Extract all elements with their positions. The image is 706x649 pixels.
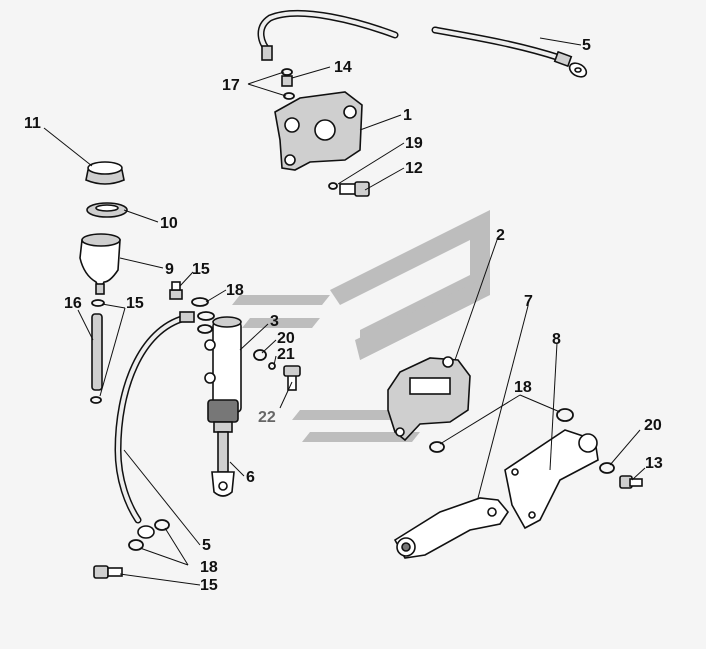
callout-labels: 5 14 17 1 19 12 11 10 9 15 18 16 15 3 20… [24, 37, 663, 594]
part-18-sealing-rings-upper [191, 297, 215, 334]
part-5-rear-brake-hose [114, 311, 195, 539]
part-20-washer-lower [599, 462, 615, 474]
label-18-mid: 18 [226, 282, 244, 299]
part-22-ring [268, 362, 276, 370]
part-15-bolt-upper [169, 281, 183, 300]
label-12: 12 [405, 160, 423, 177]
part-9-fluid-reservoir [79, 233, 121, 295]
label-6: 6 [246, 469, 255, 486]
part-18-sealing-rings-lower [128, 519, 170, 551]
label-13: 13 [645, 455, 663, 472]
label-1: 1 [403, 107, 412, 124]
label-16: 15 [126, 295, 144, 312]
label-10: 10 [160, 215, 178, 232]
label-14: 14 [334, 59, 352, 76]
part-21-ring [253, 349, 267, 361]
label-20-top: 19 [405, 135, 423, 152]
part-4-brake-hose [431, 26, 588, 78]
label-5: 5 [202, 537, 211, 554]
part-8-caliper-bracket [504, 429, 599, 530]
watermark-logo [232, 210, 490, 442]
part-17-reservoir-hose [91, 313, 103, 391]
part-2-rear-caliper [387, 356, 471, 442]
part-12-bolt [339, 181, 370, 197]
part-11-reservoir-cap [85, 161, 125, 185]
part-19-rings [429, 408, 574, 453]
part-13-bolt [619, 475, 643, 489]
part-15-bolt-lower [93, 565, 123, 579]
label-22: 21 [277, 346, 295, 363]
leader-lines [43, 37, 646, 586]
label-9: 9 [165, 261, 174, 278]
part-3-master-cylinder [204, 316, 242, 433]
part-23-bolt [283, 365, 301, 391]
label-8: 8 [552, 331, 561, 348]
label-15-lower: 15 [200, 577, 218, 594]
label-11: 11 [24, 115, 41, 132]
label-17: 16 [64, 295, 82, 312]
label-4: 5 [582, 37, 591, 54]
part-14-bleed-valve [281, 68, 295, 100]
part-1-front-caliper [274, 91, 363, 171]
label-18-lower: 18 [200, 559, 218, 576]
label-19: 18 [514, 379, 532, 396]
label-15-upper: 15 [192, 261, 210, 278]
part-20-washer-top [328, 182, 338, 190]
part-10-diaphragm [86, 202, 128, 218]
label-23: 22 [258, 409, 276, 426]
part-6-push-rod [211, 431, 235, 497]
label-2: 2 [496, 227, 505, 244]
label-20-lower: 20 [644, 417, 662, 434]
label-3: 3 [270, 313, 279, 330]
label-21: 20 [277, 330, 295, 347]
label-7: 7 [524, 293, 533, 310]
part-16-hose-clip [90, 299, 105, 404]
label-18-top: 17 [222, 77, 240, 94]
upper-brake-pipe [257, 9, 399, 61]
part-7-torque-arm [393, 497, 509, 559]
